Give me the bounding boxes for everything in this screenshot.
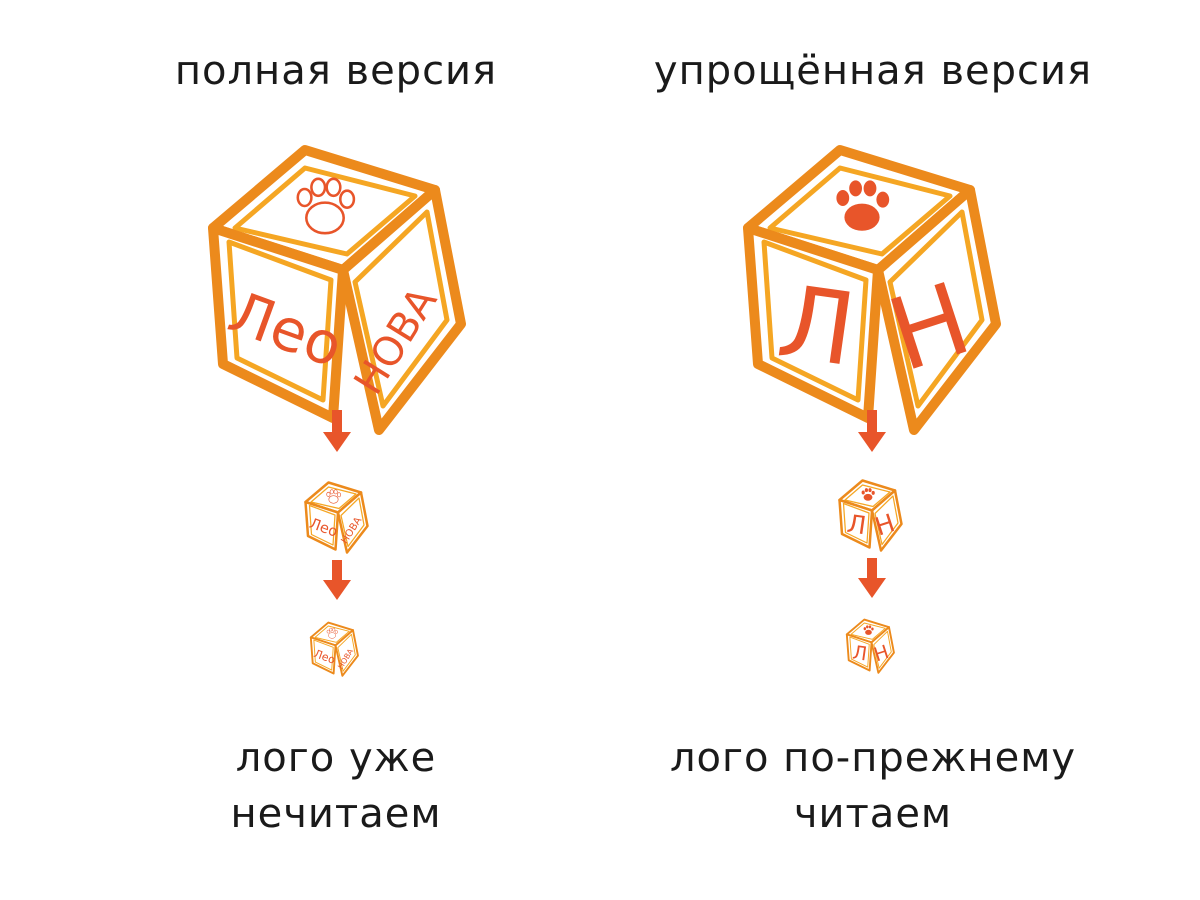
- full-version-cube-large: Лео НОВА: [213, 150, 461, 430]
- full-version-caption: лого уже нечитаем: [36, 730, 636, 842]
- caption-line: лого по-прежнему: [669, 735, 1077, 781]
- svg-text:Л: Л: [845, 509, 868, 540]
- simplified-version-cube-medium: Л Н: [838, 479, 903, 552]
- caption-line: нечитаем: [230, 791, 442, 837]
- full-version-cube-medium: Лео НОВА: [304, 481, 369, 554]
- simplified-version-cube-large: Л Н: [748, 150, 996, 430]
- simplified-version-caption: лого по-прежнему читаем: [573, 730, 1173, 842]
- arrow-down-icon: [323, 560, 351, 600]
- simplified-version-heading: упрощённая версия: [653, 48, 1093, 94]
- arrow-down-icon: [858, 410, 886, 452]
- simplified-version-cube-small: Л Н: [845, 618, 895, 674]
- full-version-cube-small: Лео НОВА: [309, 621, 359, 677]
- svg-text:Н: Н: [871, 641, 891, 666]
- svg-text:Л: Л: [851, 642, 868, 666]
- caption-line: читаем: [793, 791, 953, 837]
- arrow-down-icon: [858, 558, 886, 598]
- cube-front-text-right: Л: [771, 263, 862, 389]
- arrow-down-icon: [323, 410, 351, 452]
- caption-line: лого уже: [235, 735, 437, 781]
- full-version-heading: полная версия: [174, 48, 498, 94]
